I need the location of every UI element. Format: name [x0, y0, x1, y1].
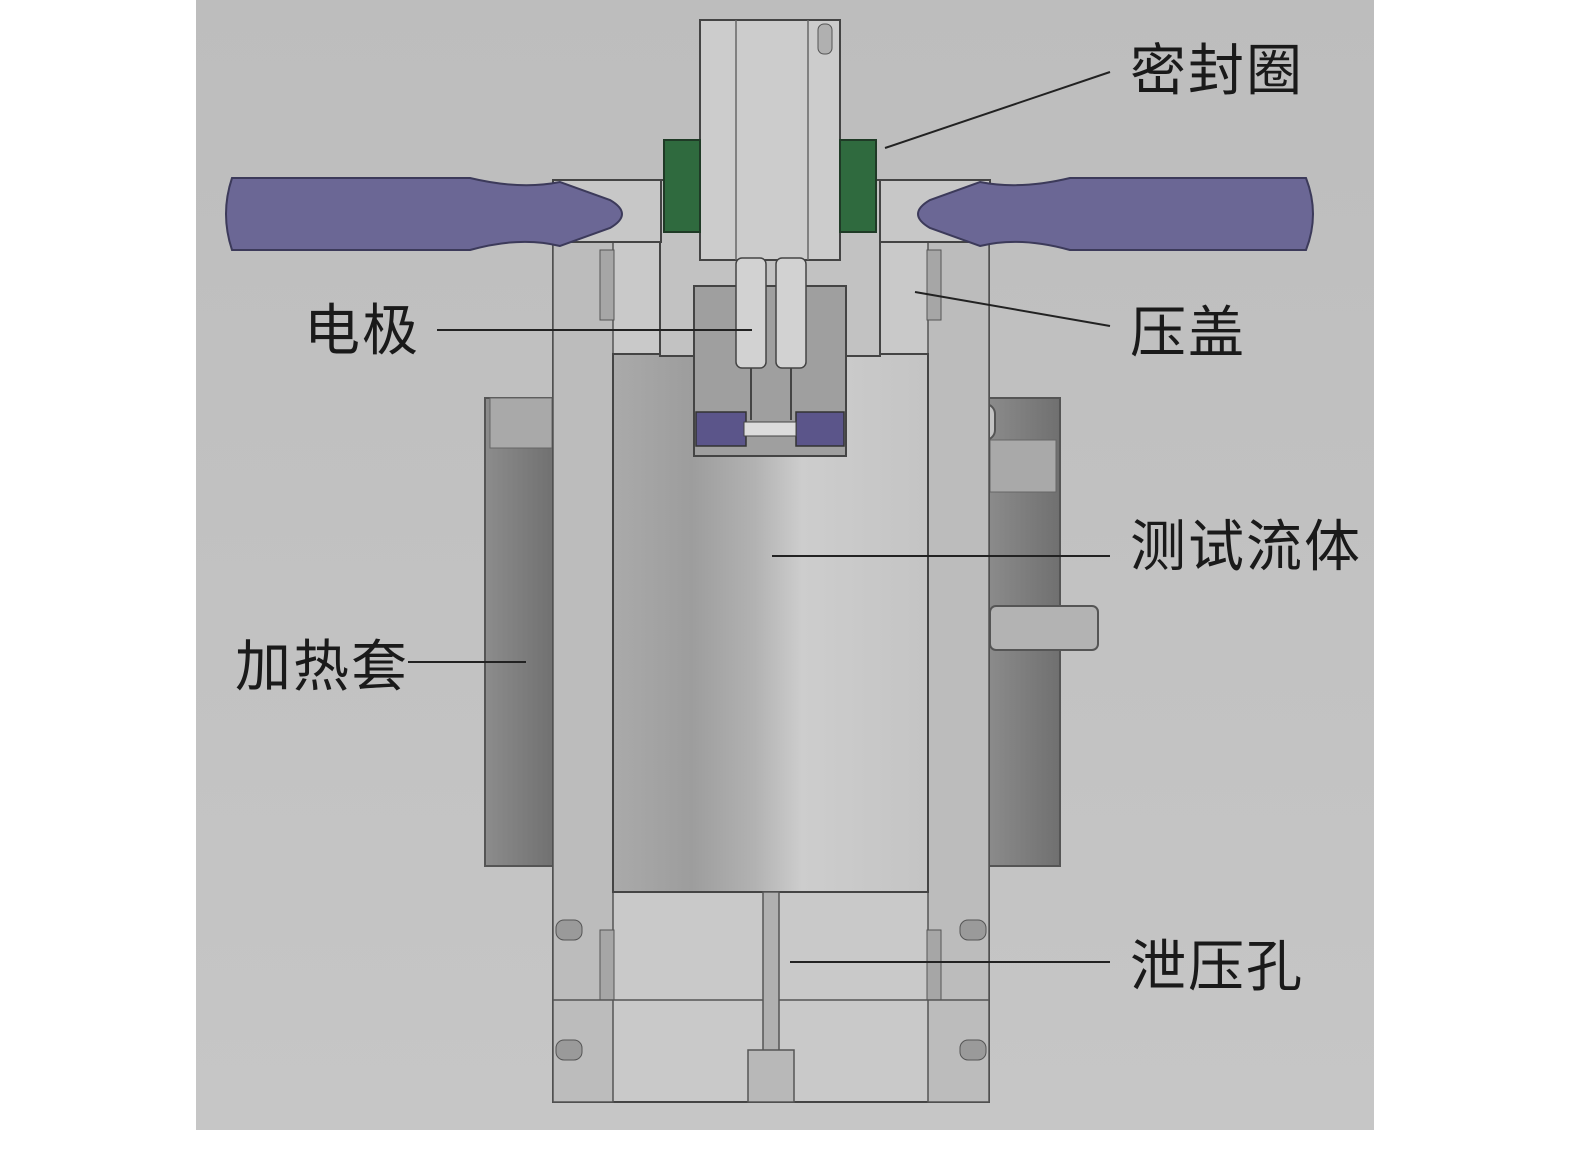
handle-right: [917, 177, 1314, 251]
seal-ring-right: [839, 139, 877, 233]
leader-line-seal-ring: [884, 71, 1111, 149]
heating-jacket-left: [484, 397, 556, 867]
label-heating-jacket: 加热套: [235, 635, 409, 700]
seal-ring-left: [663, 139, 701, 233]
label-test-fluid: 测试流体: [1130, 515, 1362, 580]
top-stem: [699, 19, 841, 261]
label-gland: 压盖: [1130, 301, 1246, 366]
electrode-block: [693, 257, 847, 457]
relief-hole-channel: [747, 891, 795, 1103]
label-relief-hole: 泄压孔: [1130, 935, 1304, 1000]
handle-left: [225, 177, 623, 251]
label-electrode: 电极: [304, 299, 420, 364]
label-seal-ring: 密封圈: [1130, 39, 1304, 104]
heating-jacket-right: [934, 397, 1099, 867]
leader-line-gland: [914, 291, 1111, 327]
